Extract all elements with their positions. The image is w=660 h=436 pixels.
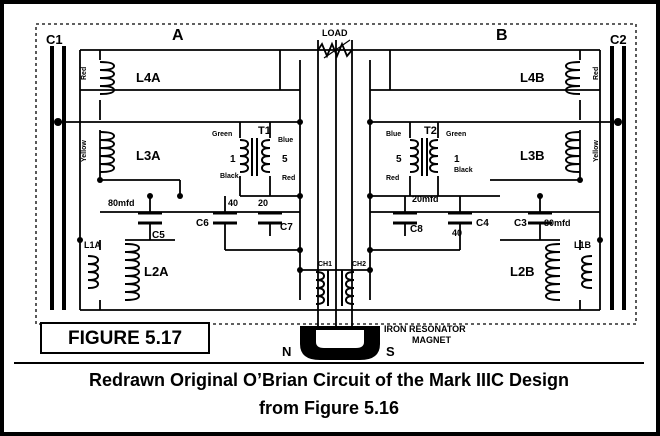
label-five-t2: 5: [396, 154, 402, 165]
capacitor-c7: [258, 211, 282, 225]
junction-dots: [77, 119, 603, 273]
label-blue-t2: Blue: [386, 131, 401, 138]
label-c6: C6: [196, 218, 209, 229]
label-t1: T1: [258, 125, 271, 137]
magnet-shape: [300, 326, 380, 360]
label-black-t1: Black: [220, 173, 239, 180]
coil-l4a: [99, 61, 116, 95]
label-red-t1: Red: [282, 175, 295, 182]
label-l3b: L3B: [520, 148, 545, 163]
coil-l1b: [580, 255, 593, 289]
label-c2: C2: [610, 32, 627, 47]
label-green-t2: Green: [446, 131, 466, 138]
rail-c1: [50, 46, 66, 310]
label-l3a: L3A: [136, 148, 161, 163]
label-l2a: L2A: [144, 264, 169, 279]
label-one-t2: 1: [454, 154, 460, 165]
label-80mfd-right: 80mfd: [544, 218, 571, 228]
label-red-t2: Red: [386, 175, 399, 182]
label-one-t1: 1: [230, 154, 236, 165]
label-yellow-l3a: Yellow: [81, 140, 88, 162]
label-c3: C3: [514, 218, 527, 229]
coil-l2a: [124, 243, 141, 301]
label-c5: C5: [152, 230, 165, 241]
label-l2b: L2B: [510, 264, 535, 279]
label-black-t2: Black: [454, 167, 473, 174]
label-l4a: L4A: [136, 70, 161, 85]
label-ch2: CH2: [352, 261, 366, 268]
caption-line-2: from Figure 5.16: [258, 398, 400, 418]
label-iron-resonator: IRON RESONATOR: [384, 324, 466, 334]
label-a: A: [172, 27, 184, 44]
choke-ch2: [341, 270, 355, 306]
label-20-left: 20: [258, 198, 268, 208]
label-c8: C8: [410, 224, 423, 235]
label-c4: C4: [476, 218, 489, 229]
label-red-l4b: Red: [593, 67, 600, 80]
transformer-t1: [239, 138, 271, 176]
label-ch1: CH1: [318, 261, 332, 268]
figure-label: FIGURE 5.17: [40, 322, 210, 354]
coil-l3a: [99, 131, 116, 173]
caption-divider: [14, 362, 644, 364]
choke-ch1: [315, 270, 329, 306]
label-s: S: [386, 344, 395, 359]
label-c7: C7: [280, 222, 293, 233]
label-l1a: L1A: [84, 240, 102, 250]
caption-line-1: Redrawn Original O’Brian Circuit of the …: [88, 370, 570, 390]
caption: Redrawn Original O’Brian Circuit of the …: [14, 366, 644, 422]
label-n: N: [282, 344, 291, 359]
label-80mfd-left: 80mfd: [108, 198, 135, 208]
label-blue-t1: Blue: [278, 137, 293, 144]
label-load: LOAD: [322, 28, 348, 38]
capacitor-c6: [213, 211, 237, 225]
capacitor-c5: [138, 211, 162, 225]
label-red-l4a: Red: [81, 67, 88, 80]
rail-c2: [610, 46, 626, 310]
label-l4b: L4B: [520, 70, 545, 85]
label-c1: C1: [46, 32, 63, 47]
coil-l2b: [544, 243, 561, 301]
capacitor-c4: [448, 211, 472, 225]
capacitor-c8: [393, 211, 417, 225]
label-l1b: L1B: [574, 240, 592, 250]
coil-l1a: [87, 255, 100, 289]
label-magnet: MAGNET: [412, 335, 451, 345]
coil-l4b: [564, 61, 581, 95]
label-five-t1: 5: [282, 154, 288, 165]
transformer-t2: [409, 138, 439, 176]
label-b: B: [496, 27, 508, 44]
label-yellow-l3b: Yellow: [593, 140, 600, 162]
label-40-right: 40: [452, 228, 462, 238]
label-20mfd: 20mfd: [412, 194, 439, 204]
coil-l3b: [564, 131, 581, 173]
load-resistor: [317, 39, 353, 59]
label-t2: T2: [424, 125, 437, 137]
label-green-t1: Green: [212, 131, 232, 138]
capacitor-c3: [528, 211, 552, 225]
label-40-left: 40: [228, 198, 238, 208]
